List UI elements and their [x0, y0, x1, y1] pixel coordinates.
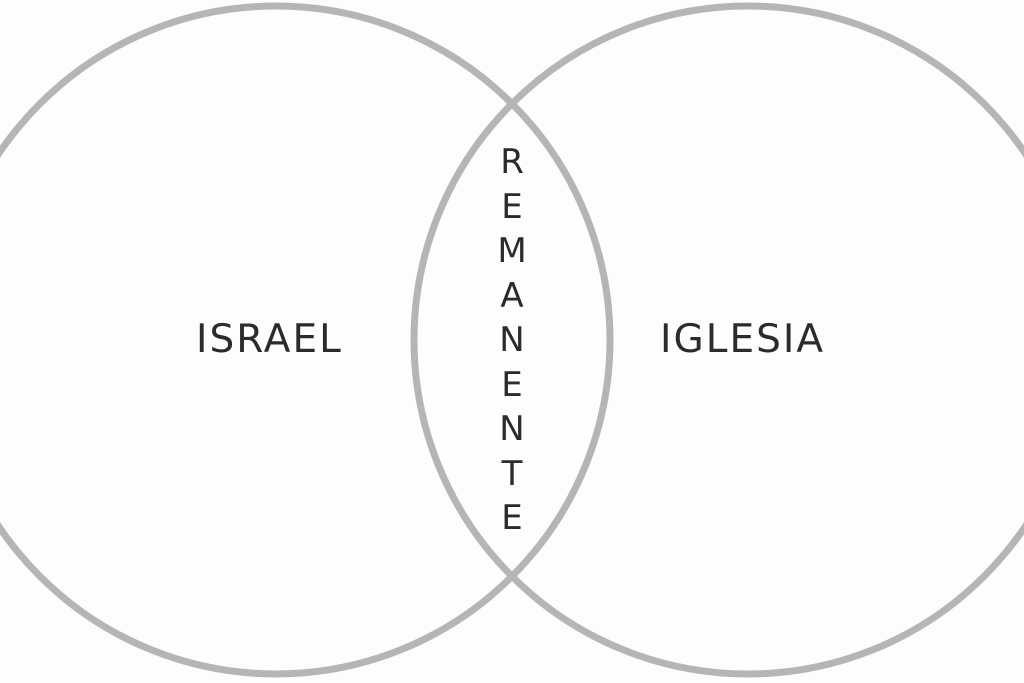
intersection-label-letter: A — [500, 275, 524, 316]
intersection-label-letter: M — [497, 231, 527, 271]
left-circle — [0, 2, 614, 678]
right-circle — [410, 2, 1024, 678]
right-set-label: IGLESIA — [660, 317, 826, 362]
intersection-label-letter: E — [501, 186, 523, 227]
intersection-label-letter: R — [500, 142, 524, 182]
intersection-label-letter: N — [499, 409, 525, 449]
intersection-label-letter: E — [501, 364, 523, 405]
left-set-label: ISRAEL — [196, 317, 343, 362]
intersection-label-letter: T — [501, 453, 523, 494]
intersection-label-letter: N — [499, 320, 525, 360]
intersection-label-letter: E — [501, 498, 523, 538]
